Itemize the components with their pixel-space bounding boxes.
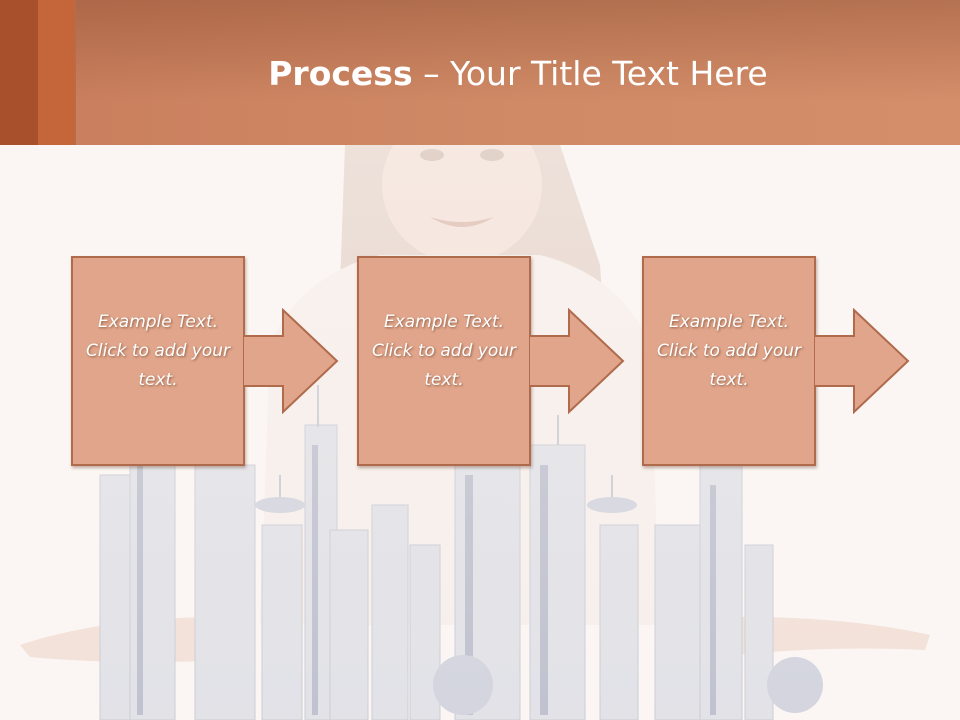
step-box[interactable]: Example Text. Click to add your text. [71,256,245,466]
slide-title[interactable]: Process – Your Title Text Here [76,52,960,96]
step-box[interactable]: Example Text. Click to add your text. [357,256,531,466]
title-bold: Process [268,54,413,93]
right-arrow-icon [243,308,339,414]
step-text: Example Text. Click to add your text. [656,311,801,390]
step-text: Example Text. Click to add your text. [371,311,516,390]
header-shade [0,0,960,145]
right-arrow-icon [529,308,625,414]
accent-stripe-dark [0,0,38,145]
slide-header: Process – Your Title Text Here [0,0,960,145]
accent-stripe-mid [38,0,74,145]
title-dash: – [423,54,440,93]
right-arrow-icon [814,308,910,414]
accent-stripe-edge [74,0,76,145]
title-rest: Your Title Text Here [450,54,768,93]
step-text: Example Text. Click to add your text. [85,311,230,390]
step-box[interactable]: Example Text. Click to add your text. [642,256,816,466]
